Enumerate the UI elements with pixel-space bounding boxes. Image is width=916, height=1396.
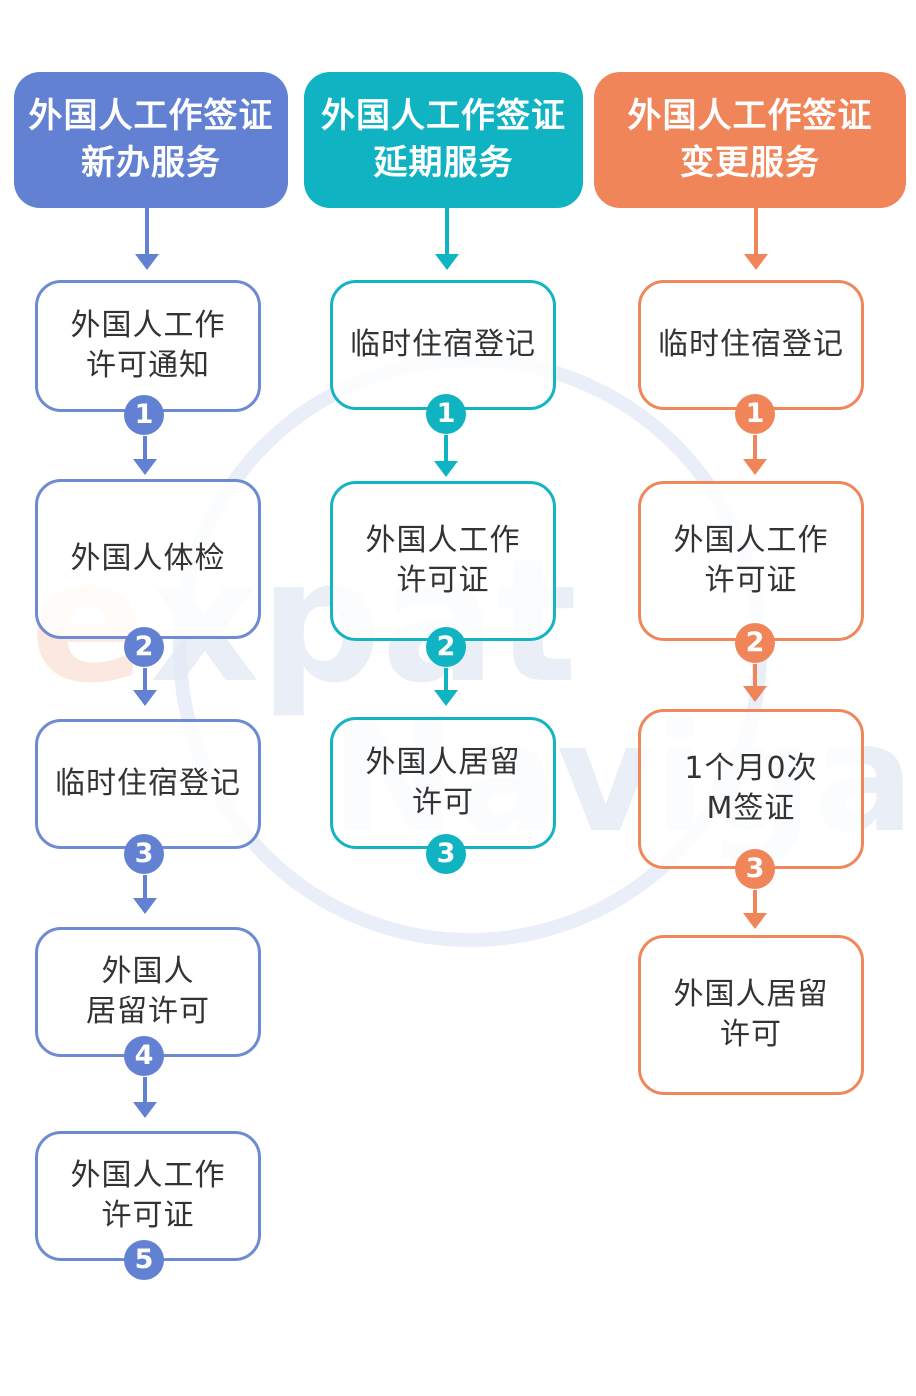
step-line: 1个月0次 — [684, 751, 818, 786]
step-line: 临时住宿登记 — [658, 327, 844, 362]
arrow-head — [133, 459, 157, 475]
step-number-badge: 3 — [426, 834, 466, 874]
step-work-permit-card: 外国人工作 许可证 — [330, 481, 556, 641]
arrow-head — [743, 913, 767, 929]
step-line: 外国人工作 — [365, 523, 521, 558]
step-work-permit-card: 外国人工作 许可证 — [638, 481, 864, 641]
step-line: 许可证 — [396, 563, 490, 598]
arrow-head — [434, 690, 458, 706]
arrow-head — [434, 461, 458, 477]
step-line: 临时住宿登记 — [350, 327, 536, 362]
step-work-permit-notice: 外国人工作 许可通知 — [35, 280, 261, 412]
step-residence-permit: 外国人居留 许可 — [638, 935, 864, 1095]
header-title: 外国人工作签证 — [627, 96, 873, 136]
step-temporary-residence-registration: 临时住宿登记 — [638, 280, 864, 410]
header-subtitle: 变更服务 — [680, 143, 820, 183]
step-number-badge: 3 — [124, 834, 164, 874]
header-title: 外国人工作签证 — [321, 96, 566, 136]
step-line: 临时住宿登记 — [55, 766, 241, 801]
header-change-service: 外国人工作签证 变更服务 — [594, 72, 906, 208]
step-line: 外国人工作 — [673, 523, 829, 558]
step-line: 外国人 — [101, 954, 195, 989]
step-medical-exam: 外国人体检 — [35, 479, 261, 639]
step-line: 外国人体检 — [70, 541, 226, 576]
arrow-head — [743, 459, 767, 475]
arrow-head — [133, 1102, 157, 1118]
step-m-visa: 1个月0次 M签证 — [638, 709, 864, 869]
step-line: 外国人居留 — [365, 745, 521, 780]
step-line: 居留许可 — [86, 994, 210, 1029]
step-temporary-residence-registration: 临时住宿登记 — [35, 719, 261, 849]
step-number-badge: 1 — [735, 394, 775, 434]
step-line: 外国人居留 — [673, 977, 829, 1012]
header-new-service: 外国人工作签证 新办服务 — [14, 72, 288, 208]
step-number-badge: 5 — [124, 1240, 164, 1280]
step-number-badge: 4 — [124, 1036, 164, 1076]
arrow-head — [743, 686, 767, 702]
step-line: 许可证 — [101, 1198, 195, 1233]
header-subtitle: 延期服务 — [373, 143, 514, 183]
arrow-head — [133, 898, 157, 914]
step-line: M签证 — [706, 791, 796, 826]
step-number-badge: 2 — [735, 623, 775, 663]
step-line: 许可证 — [704, 563, 798, 598]
step-line: 外国人工作 — [70, 308, 226, 343]
arrow-head — [135, 254, 159, 270]
header-extension-service: 外国人工作签证 延期服务 — [304, 72, 583, 208]
step-number-badge: 1 — [124, 395, 164, 435]
step-number-badge: 1 — [426, 394, 466, 434]
arrow-head — [133, 690, 157, 706]
step-work-permit-card: 外国人工作 许可证 — [35, 1131, 261, 1261]
arrow-head — [435, 254, 459, 270]
step-residence-permit: 外国人 居留许可 — [35, 927, 261, 1057]
step-line: 许可通知 — [86, 348, 210, 383]
step-line: 许可 — [720, 1017, 782, 1052]
header-title: 外国人工作签证 — [28, 96, 274, 136]
step-line: 许可 — [412, 785, 474, 820]
step-number-badge: 2 — [124, 627, 164, 667]
step-residence-permit: 外国人居留 许可 — [330, 717, 556, 849]
header-subtitle: 新办服务 — [81, 143, 221, 183]
step-line: 外国人工作 — [70, 1158, 226, 1193]
step-number-badge: 2 — [426, 627, 466, 667]
arrow-head — [744, 254, 768, 270]
step-number-badge: 3 — [735, 849, 775, 889]
step-temporary-residence-registration: 临时住宿登记 — [330, 280, 556, 410]
